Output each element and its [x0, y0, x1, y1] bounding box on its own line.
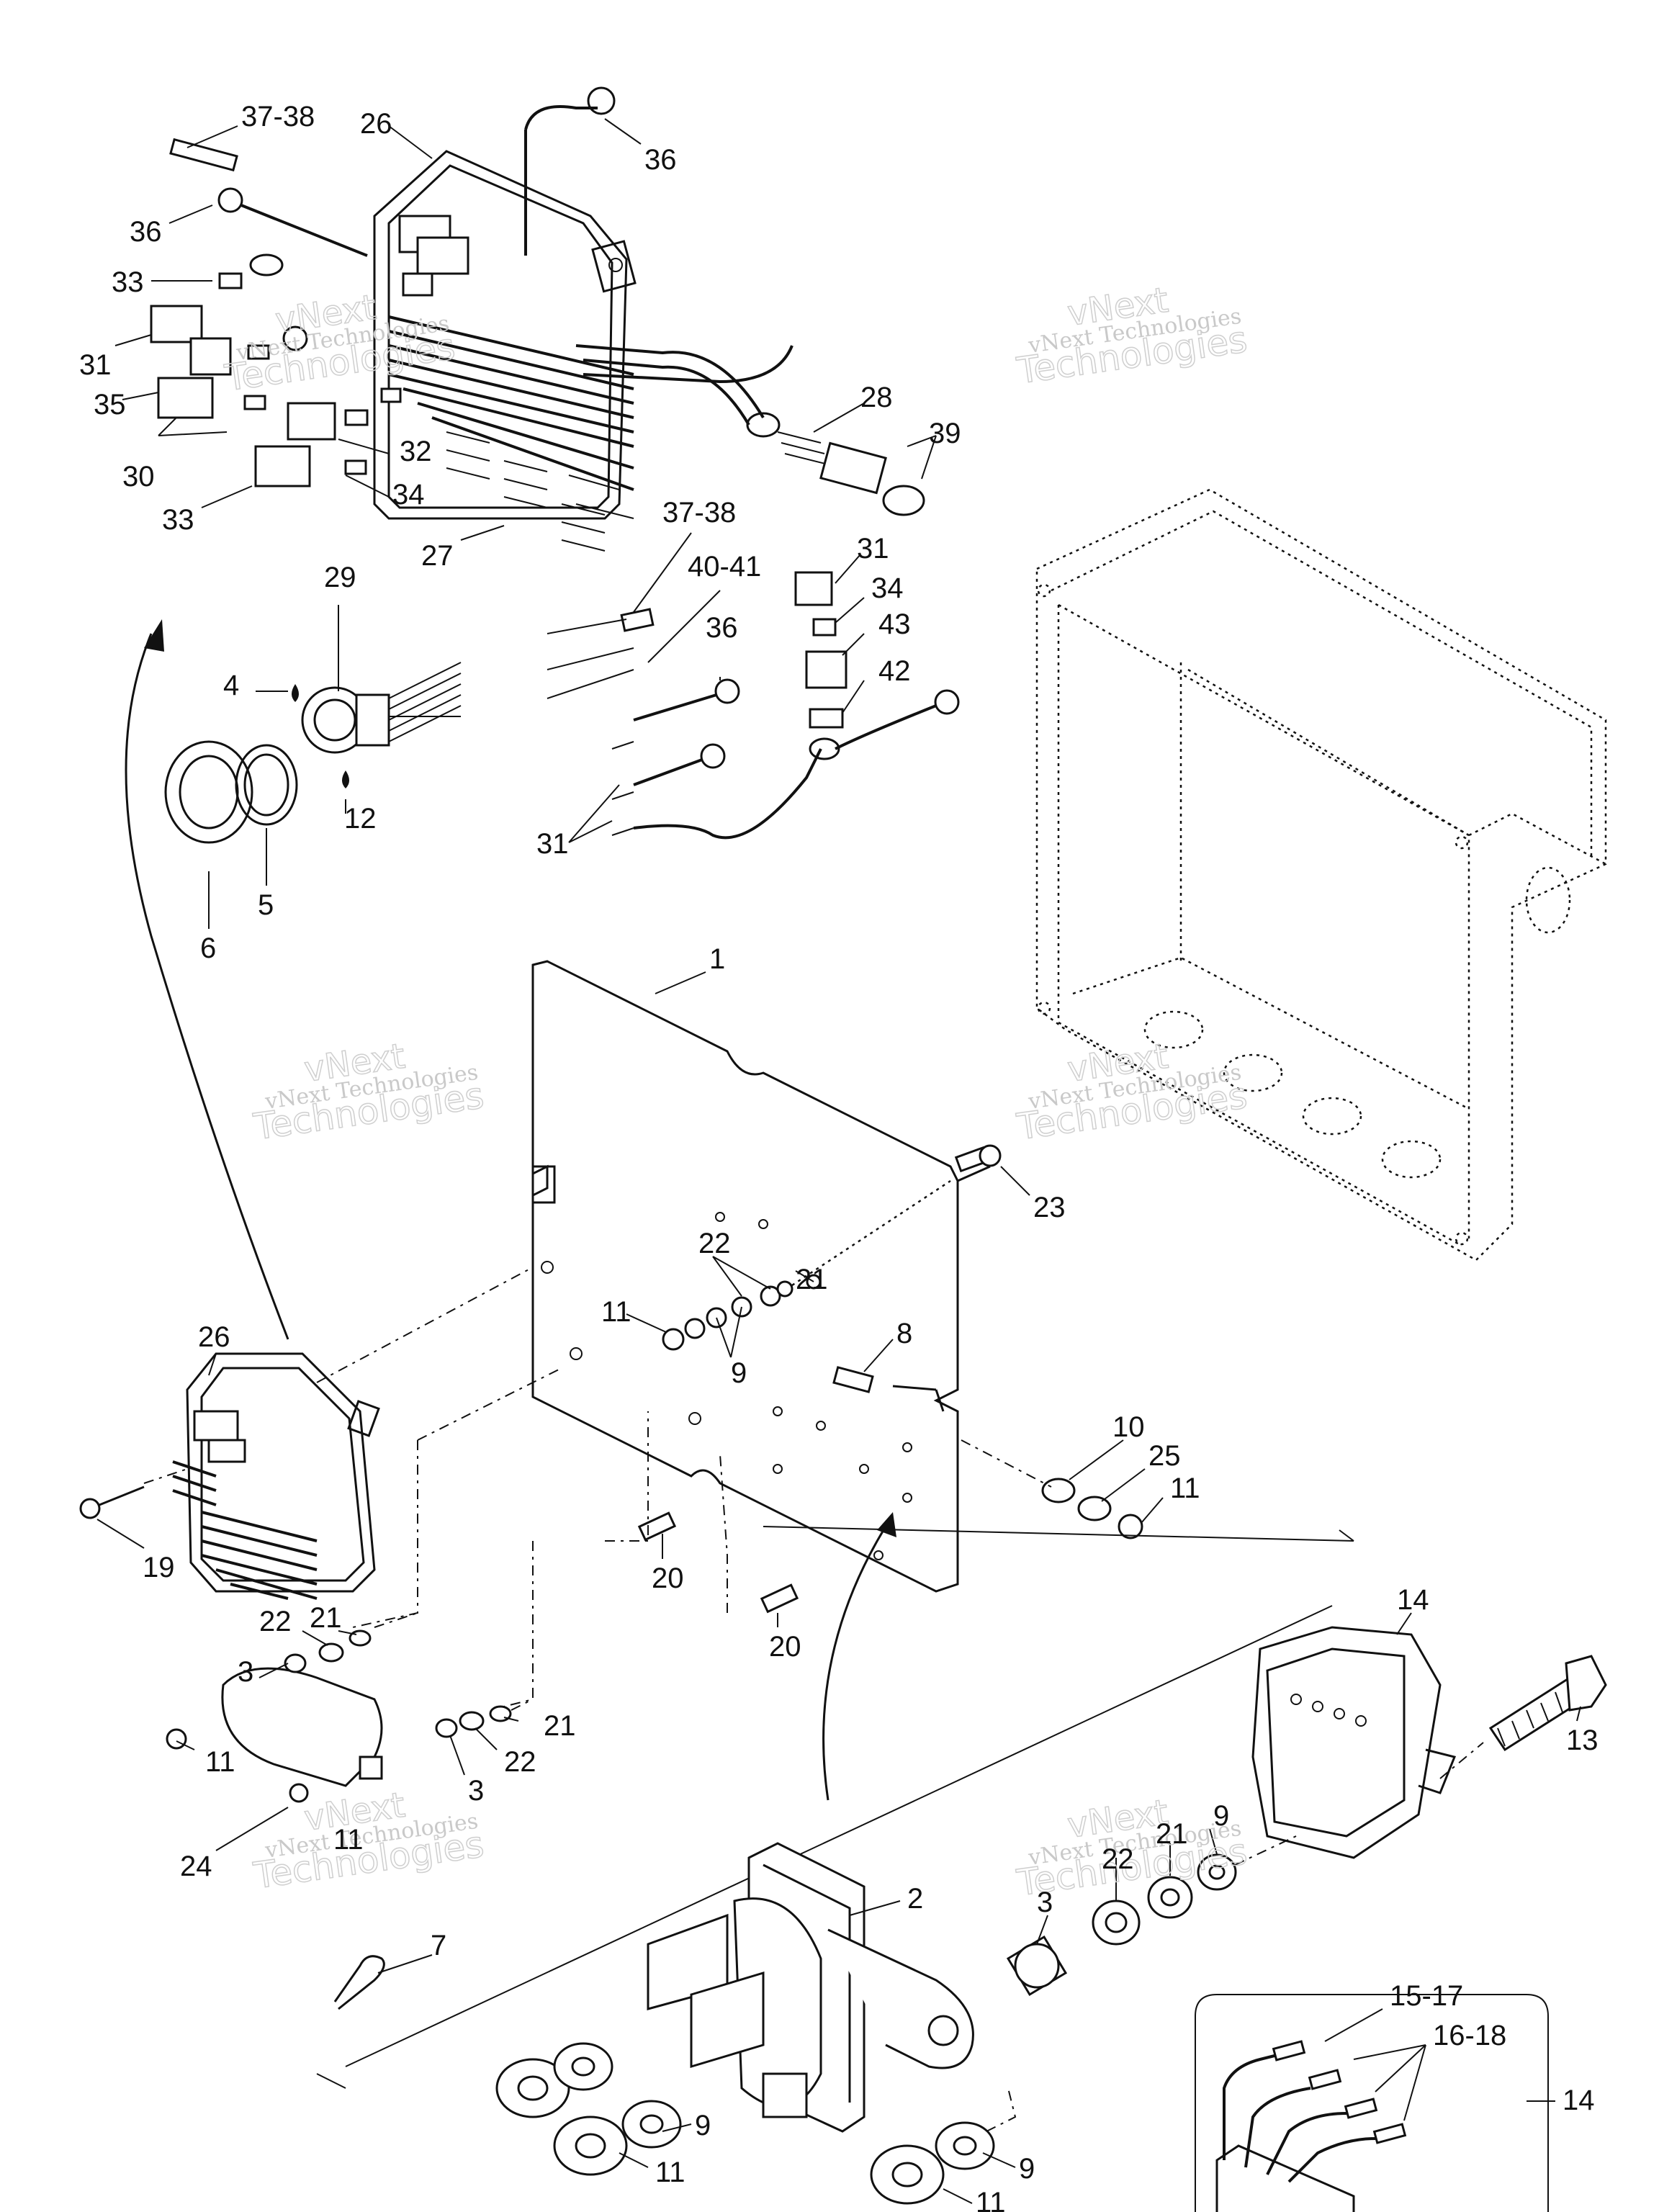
callout-label: 14 — [1563, 2085, 1595, 2116]
leader-lines — [96, 118, 1581, 2204]
callout-label: 8 — [896, 1318, 912, 1349]
callout-label: 6 — [200, 932, 216, 964]
callout-label: 21 — [544, 1710, 576, 1742]
callout-label: 3 — [238, 1656, 253, 1688]
callout-label: 27 — [421, 540, 454, 572]
callout-label: 11 — [655, 2157, 685, 2188]
callout-label: 15-17 — [1390, 1980, 1463, 2012]
inset-relay-14 — [1195, 1994, 1549, 2212]
callout-label: 31 — [857, 533, 889, 565]
callout-label: 33 — [162, 504, 194, 536]
connectors-28-39 — [746, 412, 925, 516]
control-box-26-top — [373, 105, 793, 552]
callout-label: 11 — [1170, 1473, 1200, 1504]
callout-label: 37-38 — [241, 101, 315, 132]
callout-label: 11 — [601, 1296, 631, 1328]
callout-label: 26 — [198, 1321, 230, 1353]
callout-labels: 37-38 26 36 36 33 31 35 28 39 32 30 34 3… — [79, 101, 1599, 2212]
callout-label: 22 — [259, 1606, 292, 1637]
callout-label: 28 — [860, 382, 893, 413]
callout-label: 31 — [79, 349, 112, 381]
callout-label: 22 — [1102, 1843, 1134, 1875]
callout-label: 34 — [871, 572, 904, 604]
callout-label: 20 — [769, 1631, 801, 1663]
callout-label: 43 — [878, 608, 911, 640]
callout-label: 33 — [112, 266, 144, 298]
section-lines — [316, 1526, 1354, 2089]
connector-29 — [125, 619, 462, 1340]
callout-label: 36 — [644, 144, 677, 176]
callout-label: 23 — [1033, 1192, 1066, 1223]
callout-label: 3 — [1037, 1887, 1053, 1918]
callout-label: 11 — [205, 1746, 235, 1778]
callout-label: 11 — [333, 1824, 364, 1856]
callout-label: 25 — [1148, 1440, 1181, 1472]
callout-label: 36 — [130, 216, 162, 248]
solenoid-24 — [166, 1612, 534, 1803]
top-left-parts — [150, 86, 616, 487]
callout-label: 21 — [796, 1264, 828, 1295]
callout-label: 12 — [344, 803, 377, 835]
mounting-plate-1 — [531, 960, 959, 1593]
wire-kit-middle — [547, 571, 960, 840]
callout-label: 7 — [431, 1930, 446, 1961]
callout-label: 21 — [310, 1602, 342, 1634]
solenoid-2 — [333, 1835, 1297, 2205]
callout-label: 2 — [907, 1883, 923, 1915]
callout-label: 22 — [504, 1746, 536, 1778]
callout-label: 35 — [94, 389, 126, 421]
callout-label: 14 — [1397, 1584, 1429, 1616]
callout-label: 36 — [706, 612, 738, 644]
callout-label: 13 — [1566, 1725, 1599, 1756]
callout-label: 5 — [258, 889, 274, 921]
callout-label: 40-41 — [688, 551, 761, 583]
control-box-26-mid — [79, 1267, 562, 1707]
callout-label: 9 — [731, 1357, 747, 1389]
callout-label: 30 — [122, 461, 155, 493]
callout-label: 21 — [1156, 1818, 1188, 1850]
callout-label: 26 — [360, 108, 392, 140]
callout-label: 34 — [392, 479, 425, 511]
callout-label: 24 — [180, 1851, 212, 1882]
callout-label: 37-38 — [662, 497, 736, 529]
callout-label: 31 — [536, 828, 569, 860]
callout-label: 32 — [400, 436, 432, 467]
callout-label: 9 — [695, 2110, 711, 2141]
watermarks: vNext Technologies vNext Technologies vN… — [222, 279, 1251, 1905]
callout-label: 3 — [468, 1775, 484, 1807]
callout-label: 11 — [976, 2187, 1006, 2212]
callout-label: 19 — [143, 1552, 175, 1583]
callout-label: 9 — [1019, 2153, 1035, 2185]
callout-label: 42 — [878, 655, 911, 687]
enclosure-dotted — [1035, 488, 1607, 1262]
callout-label: 16-18 — [1433, 2020, 1506, 2051]
callout-label: 4 — [223, 670, 239, 701]
callout-label: 22 — [698, 1228, 731, 1259]
callout-label: 39 — [929, 418, 961, 449]
callout-label: 20 — [652, 1563, 684, 1594]
plate-hardware — [605, 1144, 1143, 1801]
callout-label: 10 — [1112, 1411, 1145, 1443]
relay-14 — [1251, 1626, 1607, 1859]
callout-label: 1 — [709, 943, 725, 975]
callout-label: 9 — [1213, 1800, 1229, 1832]
callout-label: 29 — [324, 562, 356, 593]
